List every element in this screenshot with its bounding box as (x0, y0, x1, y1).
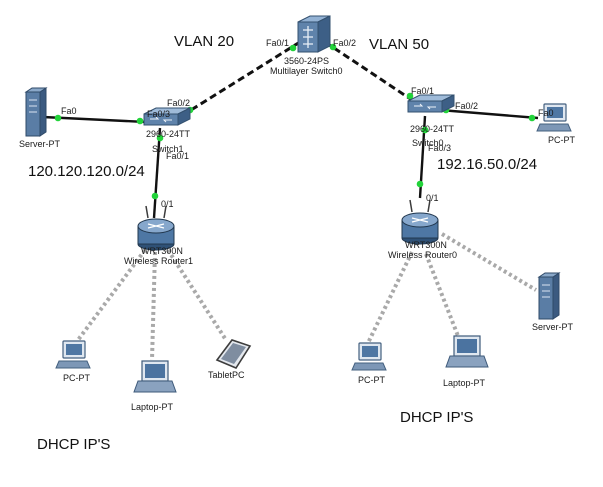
switch-left-name-label: Switch1 (152, 144, 184, 154)
link-light (54, 114, 62, 122)
router-left-name-label: Wireless Router1 (124, 256, 194, 266)
port-label: 0/1 (426, 193, 439, 203)
pc-left-bottom-name-label: PC-PT (63, 373, 90, 383)
subnet-right-label: 192.16.50.0/24 (437, 156, 538, 173)
pc-right-top-icon[interactable] (536, 103, 572, 132)
port-label: Fa0/3 (147, 109, 171, 119)
router-right-icon[interactable] (401, 199, 439, 245)
link-light (528, 114, 536, 122)
link-light (421, 126, 429, 134)
server-right-icon[interactable] (537, 272, 561, 320)
port-label: Fa0/1 (411, 86, 435, 96)
link-switch1-to-router1 (152, 127, 162, 219)
laptop-left-name-label: Laptop-PT (131, 402, 174, 412)
wireless-links (76, 232, 538, 361)
router-right-name-label: Wireless Router0 (388, 250, 458, 260)
port-label: Fa0/2 (167, 98, 191, 108)
subnet-left-label: 120.120.120.0/24 (28, 163, 145, 180)
laptop-right-name-label: Laptop-PT (443, 378, 486, 388)
wireless-link-router0-server (440, 232, 538, 292)
switch-right-model-label: 2960-24TT (410, 124, 455, 134)
laptop-right-icon[interactable] (445, 335, 489, 368)
port-label: Fa0/2 (455, 101, 479, 111)
port-label: Fa0/1 (266, 38, 290, 48)
port-label: Fa0/3 (428, 143, 452, 153)
router-left-icon[interactable] (137, 205, 175, 251)
trunk-links (182, 40, 416, 117)
switch-right-icon[interactable] (407, 94, 455, 113)
dhcp-right-label: DHCP IP'S (400, 409, 474, 426)
link-switch0-to-pc (439, 108, 539, 120)
dhcp-left-label: DHCP IP'S (37, 436, 111, 453)
vlan-left-label: VLAN 20 (174, 33, 235, 50)
trunk-link-ml-to-switch1 (182, 40, 301, 117)
server-left-icon[interactable] (24, 87, 48, 137)
laptop-left-icon[interactable] (133, 360, 177, 393)
trunk-link-ml-to-switch0 (324, 40, 416, 104)
port-label: Fa0/2 (333, 38, 357, 48)
link-light (289, 44, 297, 52)
pc-right-bottom-icon[interactable] (351, 342, 387, 371)
link-light (136, 117, 144, 125)
wireless-link-router1-pc (76, 248, 147, 342)
router-right-model-label: WRT300N (405, 240, 447, 250)
wireless-link-router0-pc (366, 251, 414, 344)
ml-switch-name-label: Multilayer Switch0 (270, 66, 343, 76)
wireless-link-router0-laptop (424, 253, 460, 337)
switch-left-icon[interactable] (143, 107, 191, 126)
link-light (151, 192, 159, 200)
link-light (329, 43, 337, 51)
port-label: Fa0/1 (166, 151, 190, 161)
switch-right-name-label: Switch0 (412, 138, 444, 148)
server-left-name-label: Server-PT (19, 139, 61, 149)
tablet-left-name-label: TabletPC (208, 370, 245, 380)
router-left-model-label: WRT300N (141, 246, 183, 256)
ml-switch-model-label: 3560-24PS (284, 56, 330, 66)
tablet-left-icon[interactable] (215, 339, 252, 369)
link-light (156, 134, 164, 142)
wireless-link-router1-laptop (150, 251, 157, 361)
pc-right-top-name-label: PC-PT (548, 135, 575, 145)
port-label: Fa0 (61, 106, 77, 116)
pc-left-bottom-icon[interactable] (55, 340, 91, 369)
link-light (406, 92, 414, 100)
port-label: Fa0 (538, 108, 554, 118)
server-right-name-label: Server-PT (532, 322, 574, 332)
link-light (416, 180, 424, 188)
port-label: 0/1 (161, 199, 174, 209)
multilayer-switch-icon[interactable] (297, 15, 331, 53)
vlan-right-label: VLAN 50 (369, 36, 430, 53)
switch-left-model-label: 2960-24TT (146, 129, 191, 139)
pc-right-bottom-name-label: PC-PT (358, 375, 385, 385)
